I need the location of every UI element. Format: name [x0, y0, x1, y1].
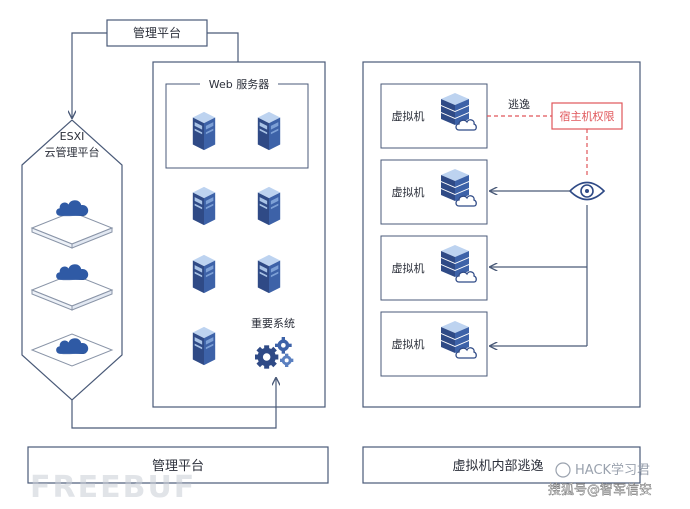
- arrow-to-esxi: [72, 32, 107, 118]
- server-icon: [192, 254, 216, 294]
- web-server-group-label: Web 服务器: [209, 78, 269, 91]
- host-privilege-box: 宿主机权限: [551, 102, 623, 130]
- vm-box-3: 虚拟机: [380, 235, 488, 301]
- server-icon: [257, 111, 281, 151]
- server-icon: [257, 186, 281, 226]
- cloud-layer-1: [30, 200, 114, 249]
- important-system: 重要系统: [251, 316, 295, 369]
- eye-to-vm-arrows: [490, 191, 588, 346]
- vm-box-4: 虚拟机: [380, 311, 488, 377]
- server-icon: [192, 111, 216, 151]
- vm-box-2: 虚拟机: [380, 159, 488, 225]
- cloud-layer-2: [30, 264, 114, 311]
- important-system-label: 重要系统: [251, 316, 295, 330]
- watermark-sohu: 搜狐号@智军信安: [548, 483, 652, 498]
- esxi-title: ESXI: [60, 130, 85, 143]
- cloud-layer-3: [30, 333, 114, 367]
- server-icon: [192, 186, 216, 226]
- bottom-management-label: 管理平台: [152, 459, 204, 474]
- escape-label: 逃逸: [508, 98, 530, 111]
- vm-escape-label: 虚拟机内部逃逸: [452, 458, 543, 474]
- watermark-right: HACK学习君 搜狐号@智军信安: [548, 462, 652, 498]
- esxi-container: ESXI 云管理平台: [21, 119, 123, 401]
- vm-label: 虚拟机: [392, 337, 425, 351]
- vm-escape-box: 虚拟机内部逃逸: [362, 446, 641, 484]
- esxi-subtitle: 云管理平台: [45, 145, 100, 159]
- eye-icon: [568, 181, 606, 201]
- host-privilege-label: 宿主机权限: [560, 109, 615, 123]
- top-management-label: 管理平台: [133, 25, 181, 40]
- arrow-esxi-to-important-system: [71, 378, 276, 429]
- vm-label: 虚拟机: [392, 261, 425, 275]
- server-icon: [257, 254, 281, 294]
- vm-label: 虚拟机: [392, 109, 425, 123]
- top-management-box: 管理平台: [106, 19, 208, 47]
- web-server-panel: Web 服务器: [152, 61, 326, 408]
- vm-label: 虚拟机: [392, 185, 425, 199]
- vm-box-1: 虚拟机: [380, 83, 488, 149]
- bottom-management-box: 管理平台: [27, 446, 329, 484]
- watermark-freebuf: FREEBUF: [30, 470, 196, 505]
- watermark-hack: HACK学习君: [575, 462, 650, 478]
- server-icon: [192, 326, 216, 366]
